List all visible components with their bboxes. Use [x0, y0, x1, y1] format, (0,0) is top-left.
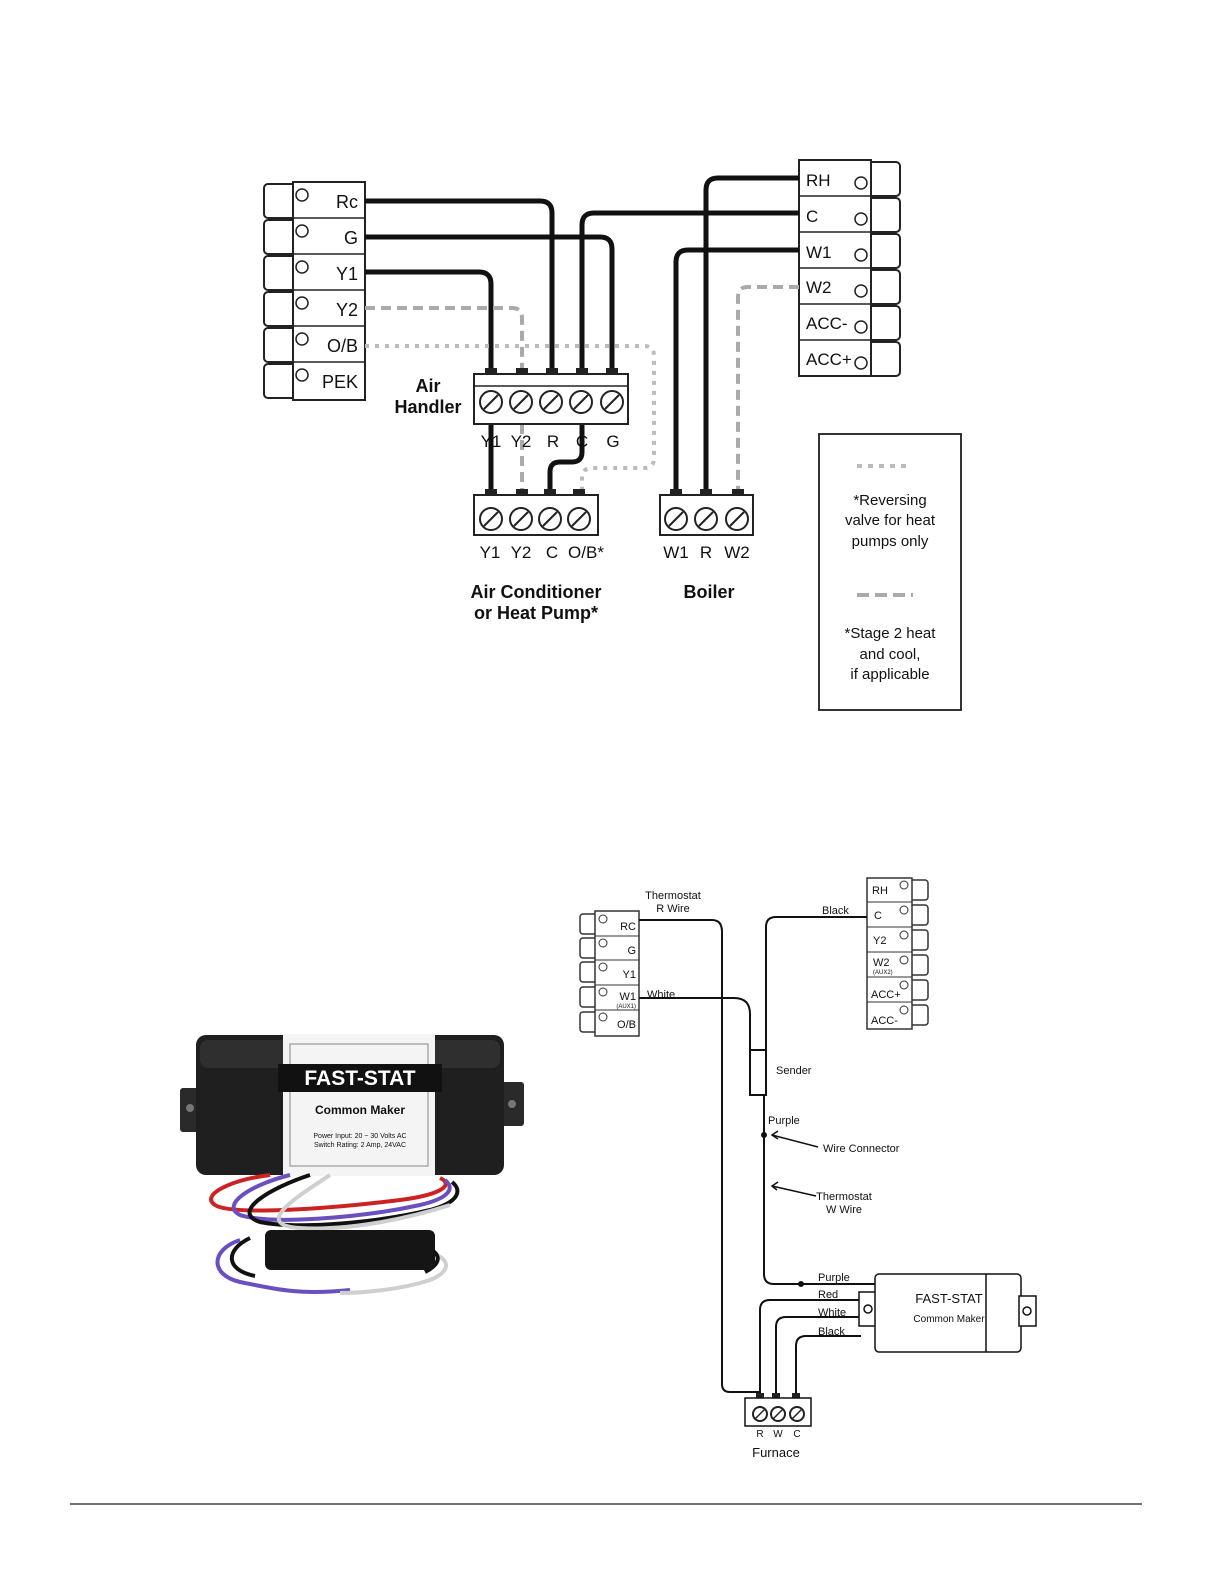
right-terminal-label: ACC-	[806, 314, 848, 333]
solid-wires	[365, 175, 799, 494]
bottom-wiring-diagram: RC G Y1 W1 (AUX1) O/B	[579, 877, 1037, 1460]
wire-label: White	[818, 1307, 846, 1319]
air-handler-block: Y1 Y2 R C G Air Handler	[394, 368, 629, 451]
air-handler-label: Air	[415, 376, 440, 396]
air-handler-terminal: C	[576, 432, 588, 451]
legend-text: pumps only	[852, 533, 929, 550]
left-terminal-label: Rc	[336, 192, 358, 212]
wire-label: Purple	[768, 1115, 800, 1127]
furnace-terminal: C	[793, 1429, 800, 1440]
right-terminal-label: ACC+	[806, 350, 852, 369]
furnace-terminal: R	[756, 1429, 763, 1440]
furnace-label: Furnace	[752, 1445, 800, 1460]
module-label: FAST-STAT	[915, 1291, 982, 1306]
wire-label: White	[647, 989, 675, 1001]
small-left-terminal-label: RC	[620, 921, 636, 933]
small-right-terminal-label: RH	[872, 885, 888, 897]
small-left-terminal-label: Y1	[623, 969, 636, 981]
boiler-label: Boiler	[683, 582, 734, 602]
ac-label: Air Conditioner	[471, 582, 602, 602]
small-right-terminal-block: RH C Y2 W2 (AUX2) ACC+ ACC-	[866, 877, 929, 1030]
ac-terminal: O/B*	[568, 543, 604, 562]
dashed-wires	[365, 285, 799, 494]
air-handler-label: Handler	[394, 397, 461, 417]
air-handler-terminal: R	[547, 432, 559, 451]
top-wiring-diagram: Rc G Y1 Y2 O/B PEK	[263, 159, 962, 711]
sender-box	[749, 1049, 767, 1096]
legend-text: *Stage 2 heat	[845, 625, 937, 642]
small-right-terminal-aux: (AUX2)	[873, 970, 893, 976]
wire-label: Purple	[818, 1272, 850, 1284]
air-handler-terminal: G	[606, 432, 619, 451]
wire-label: Sender	[776, 1065, 812, 1077]
wire-label: R Wire	[656, 903, 690, 915]
small-left-terminal-label: O/B	[617, 1019, 636, 1031]
legend-text: if applicable	[850, 666, 929, 683]
small-left-terminal-block: RC G Y1 W1 (AUX1) O/B	[579, 910, 640, 1037]
product-brand: FAST-STAT	[304, 1067, 415, 1090]
small-right-terminal-label: Y2	[873, 935, 886, 947]
wire-label: Black	[822, 905, 849, 917]
fast-stat-module: FAST-STAT Common Maker	[858, 1273, 1037, 1353]
boiler-block: W1 R W2 Boiler	[659, 489, 754, 602]
left-terminal-label: Y2	[336, 300, 358, 320]
right-terminal-label: W2	[806, 278, 832, 297]
fast-stat-product-photo: FAST-STAT Common Maker Power Input: 20 ~…	[180, 1034, 524, 1295]
left-terminal-label: O/B	[327, 336, 358, 356]
left-terminal-label: G	[344, 228, 358, 248]
wire-connector-dot	[761, 1132, 767, 1138]
air-handler-terminal: Y2	[511, 432, 532, 451]
small-left-terminal-label: G	[627, 945, 636, 957]
legend-text: valve for heat	[845, 512, 936, 529]
wire-label: Thermostat	[645, 890, 701, 902]
boiler-terminal: R	[700, 543, 712, 562]
small-right-terminal-label: ACC+	[871, 989, 901, 1001]
ac-terminal: Y2	[511, 543, 532, 562]
bottom-wires	[639, 916, 875, 1396]
wire-label: Red	[818, 1289, 838, 1301]
legend-text: *Reversing	[853, 492, 926, 509]
right-terminal-block: RH C W1 W2 ACC- ACC+	[798, 159, 901, 377]
right-terminal-label: W1	[806, 243, 832, 262]
small-right-terminal-label: ACC-	[871, 1015, 898, 1027]
product-spec: Power Input: 20 ~ 30 Volts AC	[313, 1133, 406, 1140]
left-terminal-label: Y1	[336, 264, 358, 284]
furnace-terminal: W	[773, 1429, 783, 1440]
wire-label: W Wire	[826, 1204, 862, 1216]
small-right-terminal-label: C	[874, 910, 882, 922]
small-left-terminal-label: W1	[620, 991, 637, 1003]
air-conditioner-block: Y1 Y2 C O/B* Air Conditioner or Heat Pum…	[471, 489, 604, 623]
ac-terminal: C	[546, 543, 558, 562]
small-right-terminal-label: W2	[873, 957, 890, 969]
wire-label: Wire Connector	[823, 1143, 900, 1155]
legend-text: and cool,	[860, 646, 921, 663]
small-left-terminal-aux: (AUX1)	[616, 1004, 636, 1010]
module-label: Common Maker	[913, 1314, 985, 1325]
left-terminal-block: Rc G Y1 Y2 O/B PEK	[263, 181, 366, 401]
right-terminal-label: RH	[806, 171, 831, 190]
wire-label: Thermostat	[816, 1191, 872, 1203]
ac-terminal: Y1	[480, 543, 501, 562]
boiler-terminal: W2	[724, 543, 750, 562]
wire-label: Black	[818, 1326, 845, 1338]
right-terminal-label: C	[806, 207, 818, 226]
product-spec: Switch Rating: 2 Amp, 24VAC	[314, 1142, 406, 1149]
left-terminal-label: PEK	[322, 372, 358, 392]
product-subtitle: Common Maker	[315, 1103, 405, 1117]
furnace-block: R W C Furnace	[744, 1393, 812, 1460]
ac-label: or Heat Pump*	[474, 603, 598, 623]
legend-box: *Reversing valve for heat pumps only *St…	[818, 433, 962, 711]
boiler-terminal: W1	[663, 543, 689, 562]
air-handler-terminal: Y1	[481, 432, 502, 451]
